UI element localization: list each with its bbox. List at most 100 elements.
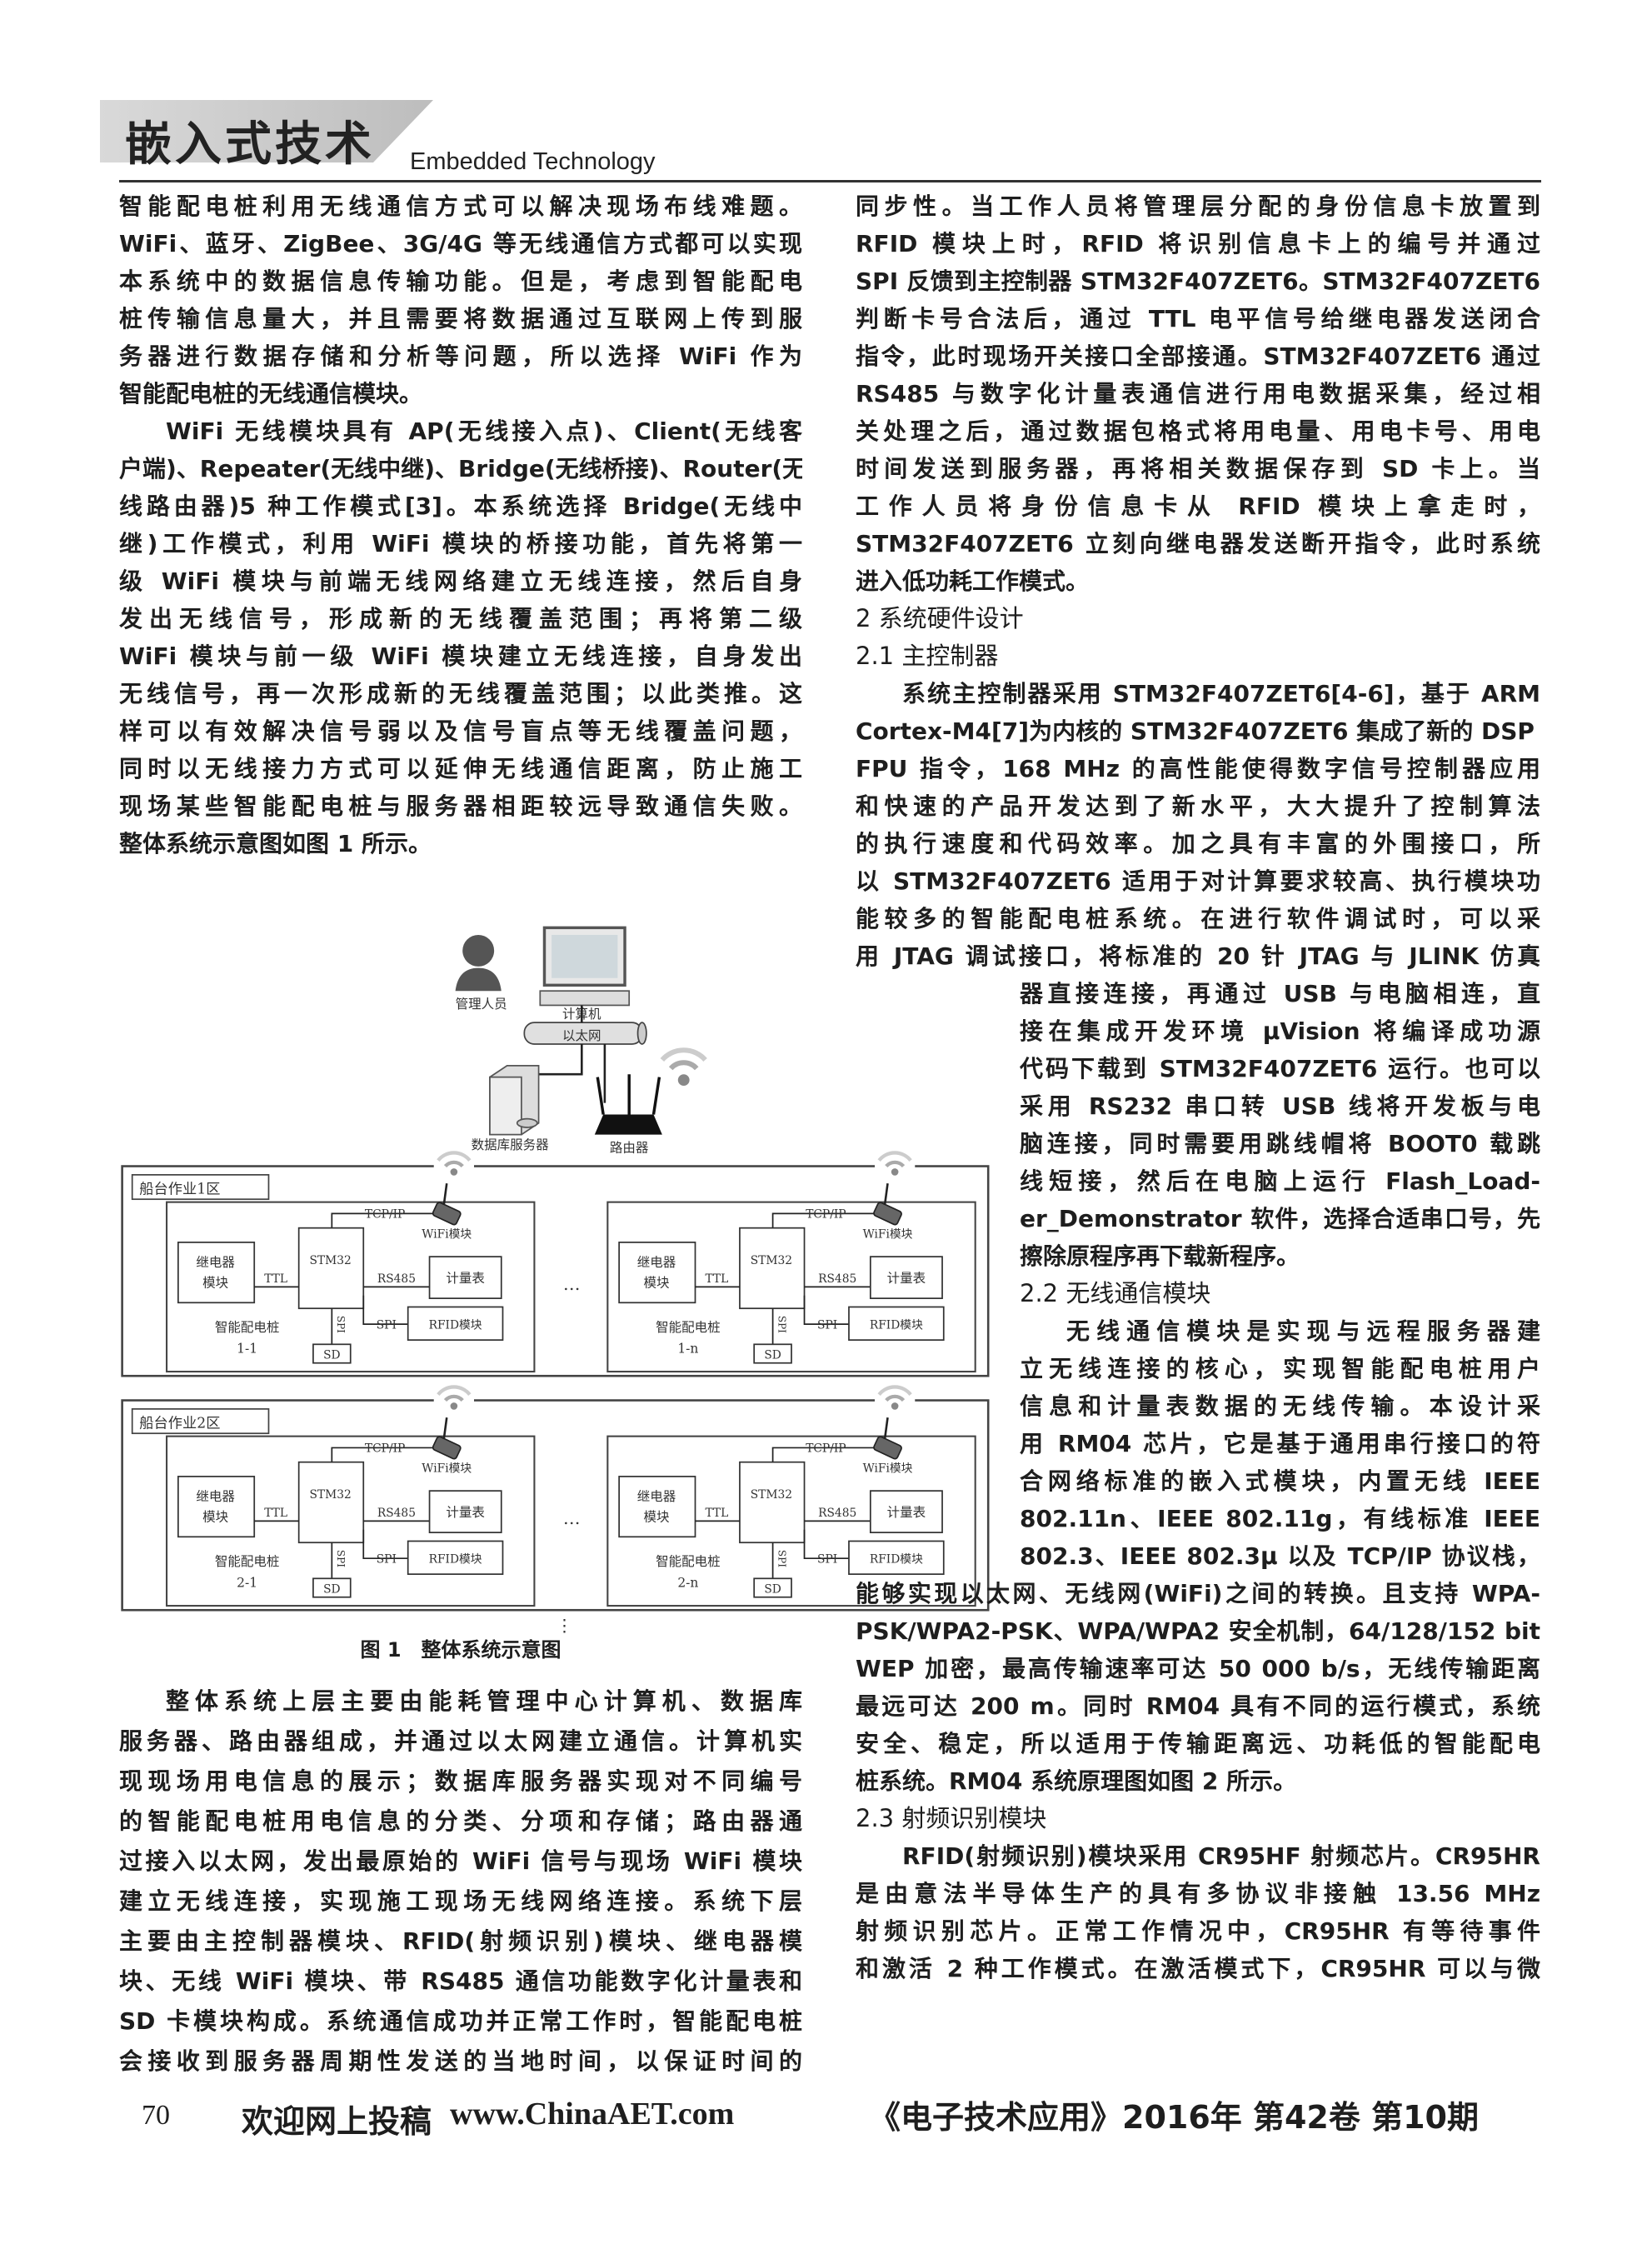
stm32-box (739, 1461, 806, 1544)
left-column-bottom: 整体系统上层主要由能耗管理中心计算机、数据库服务器、路由器组成，并通过以太网建立… (119, 1682, 802, 2082)
signal-arc (437, 1151, 472, 1162)
meter-box (869, 1490, 943, 1534)
text-line: 脑连接，同时需要用跳线帽将 BOOT0 载跳 (1020, 1130, 1540, 1157)
text-line: 建立无线连接，实现施工现场无线网络连接。系统下层 (119, 1887, 802, 1915)
text-line: 会接收到服务器周期性发送的当地时间，以保证时间的 (119, 2047, 802, 2075)
stm32-label: STM32 (309, 1488, 351, 1502)
zone-label-box (131, 1174, 270, 1201)
wifi-module-label: WiFi模块 (422, 1462, 472, 1476)
relay-label: 继电器 (637, 1489, 676, 1504)
text-line: FPU 指令，168 MHz 的高性能使得数字信号控制器应用 (856, 755, 1540, 782)
station-box (166, 1435, 536, 1607)
station-name: 智能配电桩 (215, 1320, 280, 1335)
text-line: Cortex-M4[7]为内核的 STM32F407ZET6 集成了新的 DSP… (856, 717, 1540, 745)
text-line: 块、无线 WiFi 模块、带 RS485 通信功能数字化计量表和 (119, 1967, 802, 1995)
text-line: 进入低功耗工作模式。 (856, 567, 1090, 595)
zone-label: 船台作业1区 (139, 1181, 220, 1197)
signal-arc (885, 1394, 906, 1402)
sd-label: SD (323, 1583, 340, 1597)
relay-label: 模块 (643, 1509, 669, 1524)
zone-box (121, 1165, 990, 1377)
text-line: PSK/WPA2-PSK、WPA/WPA2 安全机制，64/128/152 bi… (856, 1617, 1540, 1645)
text-line: 用 JTAG 调试接口，将标准的 20 针 JTAG 与 JLINK 仿真 (856, 942, 1540, 970)
router-icon (594, 1074, 662, 1135)
meter-box (428, 1490, 502, 1534)
sd-card-box (753, 1343, 792, 1364)
spi-label: SPI (817, 1552, 837, 1566)
relay-label: 模块 (643, 1275, 669, 1290)
station-name: 智能配电桩 (656, 1320, 721, 1335)
text-line: 和快速的产品开发达到了新水平，大大提升了控制算法 (856, 792, 1540, 820)
text-line: 本系统中的数据信息传输功能。但是，考虑到智能配电 (119, 267, 802, 295)
rs485-label: RS485 (818, 1272, 856, 1286)
text-line: er_Demonstrator 软件，选择合适串口号，先 (1020, 1205, 1540, 1232)
text-line: 用 RM04 芯片，它是基于通用串行接口的符 (1020, 1430, 1540, 1457)
signal-arc (877, 1151, 912, 1162)
meter-label: 计量表 (887, 1505, 926, 1520)
wifi-module-icon (432, 1436, 462, 1460)
ttl-label: TTL (264, 1272, 287, 1286)
signal-arc (877, 1385, 912, 1397)
text-line: 线路由器)5 种工作模式[3]。本系统选择 Bridge(无线中 (119, 492, 802, 520)
text-line: RFID 模块上时，RFID 将识别信息卡上的编号并通过 (856, 230, 1540, 257)
text-line: 以 STM32F407ZET6 适用于对计算要求较高、执行模块功 (856, 867, 1540, 895)
footer-website-link[interactable]: www.ChinaAET.com (450, 2097, 735, 2132)
figure-caption: 图 1 整体系统示意图 (360, 1638, 561, 1662)
ttl-label: TTL (264, 1507, 287, 1520)
wifi-signal-icon (660, 1047, 707, 1086)
relay-module-box (177, 1242, 256, 1304)
text-line: 是由意法半导体生产的具有多协议非接触 13.56 MHz (856, 1880, 1540, 1907)
rfid-label: RFID模块 (870, 1552, 923, 1566)
spi-label: SPI (776, 1316, 787, 1333)
signal-arc (437, 1385, 472, 1397)
rfid-module-box (407, 1540, 504, 1576)
station-name: 智能配电桩 (215, 1554, 280, 1569)
connection-lines (254, 1212, 438, 1345)
station-box (606, 1435, 976, 1607)
antenna (883, 1417, 889, 1440)
text-line: 关处理之后，通过数据包格式将用电量、用电卡号、用电 (856, 417, 1540, 445)
text-line: 代码下载到 STM32F407ZET6 运行。也可以 (1020, 1055, 1540, 1082)
rfid-label: RFID模块 (429, 1552, 482, 1566)
text-line: 接在集成开发环境 μVision 将编译成功源 (1020, 1017, 1540, 1045)
wifi-module-label: WiFi模块 (422, 1228, 472, 1242)
tcpip-label: TCP/IP (365, 1208, 405, 1222)
relay-label: 继电器 (637, 1255, 676, 1270)
text-line: 桩传输信息量大，并且需要将数据通过互联网上传到服 (119, 305, 802, 332)
meter-label: 计量表 (887, 1271, 926, 1286)
station-id: 2-n (677, 1576, 698, 1591)
zone-box (121, 1399, 990, 1612)
text-line: 最远可达 200 m。同时 RM04 具有不同的运行模式，系统 (856, 1692, 1540, 1720)
text-line: 整体系统示意图如图 1 所示。 (119, 830, 432, 857)
text-line: 的智能配电桩用电信息的分类、分项和存储；路由器通 (119, 1807, 802, 1835)
text-line: WiFi 模块与前一级 WiFi 模块建立无线连接，自身发出 (119, 642, 802, 670)
section-heading: 2.3 射频识别模块 (856, 1804, 1047, 1832)
meter-label: 计量表 (446, 1271, 485, 1286)
section-heading: 2.2 无线通信模块 (1020, 1279, 1211, 1307)
relay-label: 继电器 (196, 1255, 235, 1270)
station-box (166, 1201, 536, 1373)
stm32-label: STM32 (309, 1254, 351, 1267)
sd-label: SD (764, 1583, 781, 1597)
db-server-label: 数据库服务器 (472, 1137, 550, 1152)
antenna (883, 1183, 889, 1206)
text-line: 主要由主控制器模块、RFID(射频识别)模块、继电器模 (119, 1927, 802, 1955)
antenna (442, 1183, 448, 1206)
wifi-module-icon (432, 1202, 462, 1226)
antenna (442, 1417, 448, 1440)
wifi-signal-icon (875, 1385, 916, 1411)
text-line: 指令，此时现场开关接口全部接通。STM32F407ZET6 通过 (856, 342, 1540, 370)
rfid-module-box (407, 1306, 504, 1341)
spi-label: SPI (776, 1550, 787, 1567)
left-column-top: 智能配电桩利用无线通信方式可以解决现场布线难题。WiFi、蓝牙、ZigBee、3… (119, 187, 802, 862)
signal-gap (875, 1157, 916, 1177)
text-line: RFID(射频识别)模块采用 CR95HF 射频芯片。CR95HR (902, 1842, 1540, 1870)
sd-label: SD (323, 1349, 340, 1362)
stm32-label: STM32 (751, 1254, 792, 1267)
ttl-label: TTL (705, 1272, 728, 1286)
rfid-module-box (848, 1306, 945, 1341)
text-line: 和激活 2 种工作模式。在激活模式下，CR95HR 可以与微 (856, 1955, 1540, 1982)
wifi-module-icon (873, 1202, 902, 1226)
